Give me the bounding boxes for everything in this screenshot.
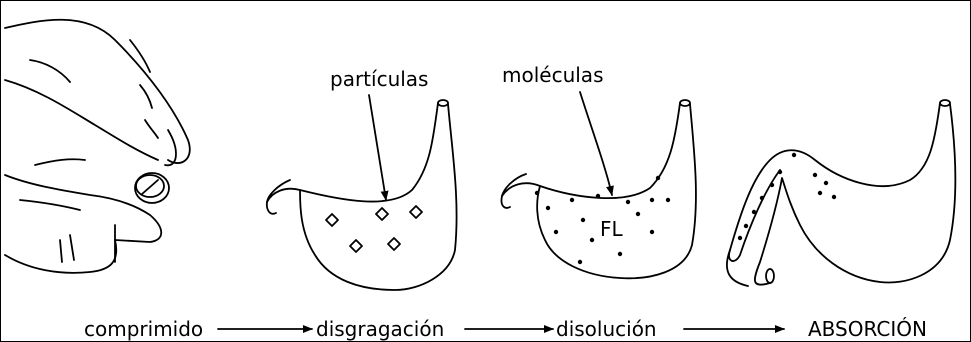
particles (326, 206, 422, 252)
stage-absorption: ABSORCIÓN (808, 317, 927, 341)
stage-disintegration: disgragación (316, 317, 444, 341)
particles-pointer-arrow (369, 95, 386, 200)
stomach-absorption-illustration (727, 100, 955, 286)
molecules-pointer-arrow (580, 92, 612, 195)
stomach-disintegration-illustration (267, 100, 457, 290)
stage-dissolution: disolución (556, 317, 657, 341)
label-fluid: FL (600, 217, 624, 241)
tablet-icon (135, 173, 169, 203)
label-molecules: moléculas (502, 63, 603, 87)
stage-tablet: comprimido (84, 317, 203, 341)
stomach-dissolution-illustration (501, 100, 695, 278)
label-particles: partículas (330, 67, 428, 91)
hand-illustration (5, 20, 190, 273)
